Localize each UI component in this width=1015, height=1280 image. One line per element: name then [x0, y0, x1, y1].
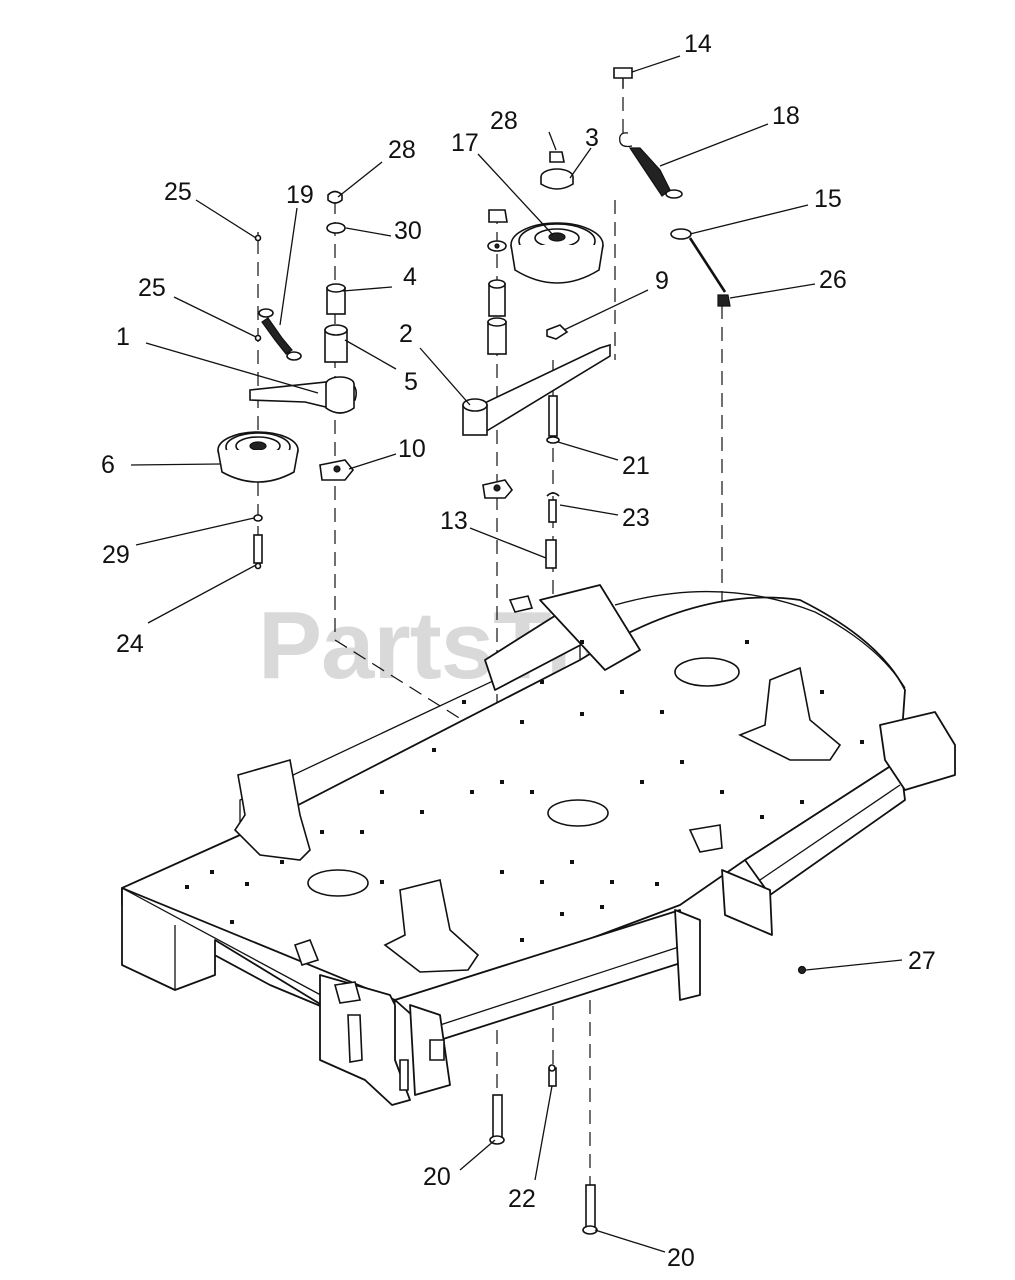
callout-26: 26 — [819, 266, 847, 294]
callout-24: 24 — [116, 630, 144, 658]
stack-left — [319, 190, 355, 481]
leader-lines — [130, 55, 903, 1253]
bottom-hardware — [489, 965, 807, 1235]
pulley-17-assembly — [510, 151, 604, 284]
callout-20-upper: 20 — [423, 1163, 451, 1191]
callout-1: 1 — [116, 323, 130, 351]
callout-10: 10 — [398, 435, 426, 463]
callout-28-center: 28 — [490, 107, 518, 135]
mower-deck — [121, 584, 956, 1106]
callout-6: 6 — [101, 451, 115, 479]
callout-19: 19 — [286, 181, 314, 209]
callout-5: 5 — [404, 368, 418, 396]
callout-28-left: 28 — [388, 136, 416, 164]
callout-25-upper: 25 — [164, 178, 192, 206]
spring-19 — [258, 308, 302, 361]
pulley-6 — [217, 431, 299, 483]
callout-14: 14 — [684, 30, 712, 58]
callout-25-lower: 25 — [138, 274, 166, 302]
callout-15: 15 — [814, 185, 842, 213]
callout-21: 21 — [622, 452, 650, 480]
left-idler-assembly — [217, 232, 358, 570]
deck-holes — [185, 640, 864, 942]
callout-3: 3 — [585, 124, 599, 152]
center-idler-assembly — [462, 209, 611, 613]
callout-29: 29 — [102, 541, 130, 569]
callout-labels: 1 2 3 4 5 6 9 10 13 14 15 17 18 19 20 20… — [101, 30, 936, 1272]
callout-18: 18 — [772, 102, 800, 130]
callout-23: 23 — [622, 504, 650, 532]
callout-17: 17 — [451, 129, 479, 157]
callout-9: 9 — [655, 267, 669, 295]
callout-27: 27 — [908, 947, 936, 975]
callout-4: 4 — [403, 263, 417, 291]
callout-30: 30 — [394, 217, 422, 245]
callout-2: 2 — [399, 320, 413, 348]
callout-20-lower: 20 — [667, 1244, 695, 1272]
callout-13: 13 — [440, 507, 468, 535]
callout-22: 22 — [508, 1185, 536, 1213]
right-spring-assembly — [613, 67, 731, 307]
